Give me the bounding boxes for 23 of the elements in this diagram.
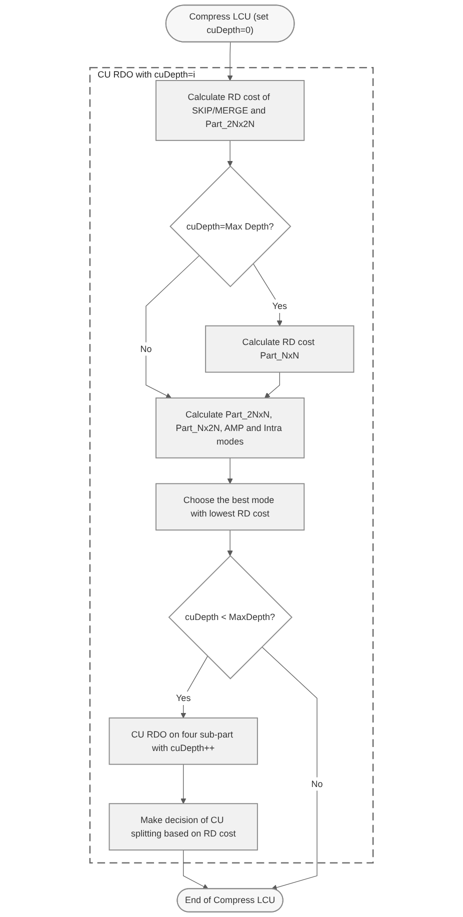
arrow xyxy=(227,530,233,556)
node-box: CU RDO on four sub-part with cuDepth++ xyxy=(108,717,258,765)
edge-label: No xyxy=(311,778,323,789)
arrow xyxy=(264,372,280,398)
node-diamond: cuDepth < MaxDepth? xyxy=(168,555,292,680)
node-box: Calculate RD cost Part_NxN xyxy=(205,325,354,373)
node-box: Calculate Part_2NxN, Part_Nx2N, AMP and Intra modes xyxy=(156,398,305,458)
edge-label: Yes xyxy=(176,692,191,704)
arrow xyxy=(180,764,186,804)
arrow xyxy=(227,42,233,81)
node-box: Calculate RD cost of SKIP/MERGE and Part_2Nx2N xyxy=(156,80,305,141)
node-box: Choose the best mode with lowest RD cost xyxy=(156,483,305,531)
arrow xyxy=(146,255,200,398)
arrow xyxy=(262,646,318,890)
arrow xyxy=(227,458,233,484)
arrow xyxy=(183,850,209,890)
arrow xyxy=(227,140,233,166)
arrow xyxy=(180,656,208,718)
edge-label: No xyxy=(140,344,152,354)
arrow xyxy=(252,263,282,326)
node-diamond: cuDepth=Max Depth? xyxy=(170,166,292,288)
edge-label: Yes xyxy=(272,300,288,312)
node-box: Make decision of CU splitting based on RD cost xyxy=(108,803,258,850)
